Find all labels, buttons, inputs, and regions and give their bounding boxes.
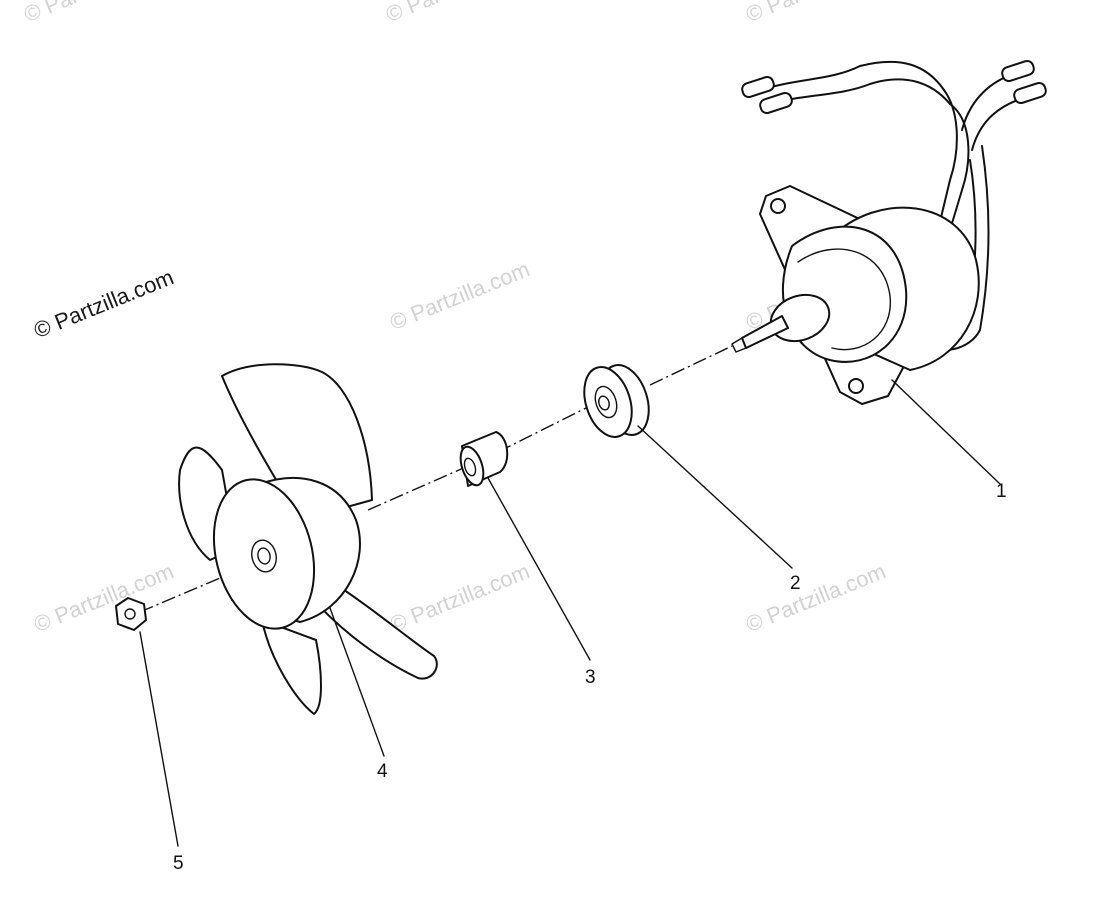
spacer [459, 431, 509, 487]
fan-motor [731, 59, 1047, 405]
callout-2: 2 [790, 573, 801, 594]
leader-line-5 [139, 631, 179, 847]
nut [115, 597, 147, 631]
callout-5: 5 [173, 853, 184, 874]
callout-4: 4 [377, 761, 388, 782]
leader-line-4 [329, 607, 385, 757]
fan-blade [178, 363, 438, 715]
callout-3: 3 [585, 667, 596, 688]
assembly-axis-line [139, 345, 733, 613]
callout-1: 1 [996, 481, 1007, 502]
rubber-collar [583, 364, 650, 438]
leader-line-3 [487, 477, 591, 661]
leader-line-1 [891, 379, 1001, 485]
leader-line-2 [637, 425, 793, 569]
